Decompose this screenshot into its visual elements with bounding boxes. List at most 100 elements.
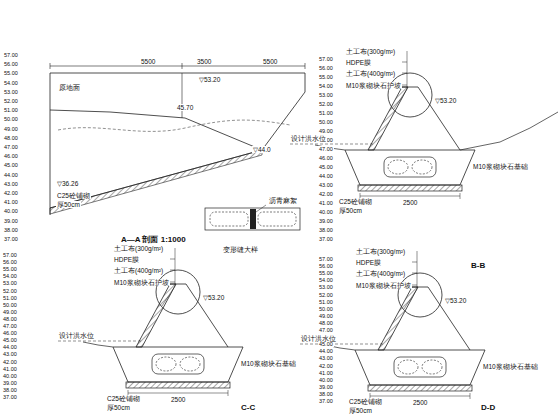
annotation-label: 土工布(400g/m²) [345, 70, 396, 77]
annotation-label: 土工布(300g/m²) [113, 245, 164, 252]
elevation-value: 40.00 [318, 377, 334, 383]
leader-line [256, 205, 266, 212]
ground-line [58, 120, 290, 131]
elevation-value: 53.00 [318, 92, 334, 98]
elevation-value: 44.00 [3, 172, 19, 178]
culvert-cell [210, 212, 248, 226]
concrete-lining [50, 150, 262, 214]
elevation-value: 55.00 [318, 270, 334, 276]
annotation-label: 设计洪水位 [58, 332, 95, 339]
annotation-label: M10浆砌块石基础 [482, 363, 539, 370]
elevation-value: 51.00 [318, 110, 334, 116]
elevation-value: 38.00 [318, 391, 334, 397]
elevation-value: 54.00 [3, 80, 19, 86]
elevation-value: 55.00 [2, 266, 18, 272]
annotation-label: ▽53.20 [202, 294, 225, 301]
elevation-value: 48.00 [2, 316, 18, 322]
elevation-value: 56.00 [318, 65, 334, 71]
annotation-label: 厚50cm [348, 407, 373, 414]
elevation-value: 47.00 [3, 144, 19, 150]
elevation-value: 57.00 [2, 252, 18, 258]
annotation-label: 5500 [140, 58, 156, 65]
elevation-value: 49.00 [2, 309, 18, 315]
annotation-label: 45.70 [176, 104, 194, 111]
annotation-label: HDPE膜 [345, 59, 372, 66]
annotation-label: 厚50cm [106, 404, 131, 411]
section-title: C-C [240, 404, 256, 413]
cross-section-c [58, 248, 243, 396]
dimension-tick [305, 63, 306, 69]
elevation-value: 46.00 [3, 153, 19, 159]
elevation-value: 56.00 [3, 61, 19, 67]
elevation-value: 41.00 [2, 366, 18, 372]
elevation-value: 43.00 [318, 182, 334, 188]
annotation-label: 原地面 [58, 84, 81, 91]
elevation-value: 53.00 [3, 89, 19, 95]
elevation-value: 39.00 [318, 218, 334, 224]
elevation-value: 50.00 [318, 119, 334, 125]
elevation-value: 52.00 [318, 292, 334, 298]
annotation-label: ▽44.0 [252, 146, 272, 153]
elevation-value: 45.00 [3, 162, 19, 168]
section-title: A—A 剖面 1:1000 [120, 236, 187, 245]
elevation-value: 49.00 [3, 126, 19, 132]
elevation-value: 50.00 [318, 306, 334, 312]
elevation-value: 39.00 [2, 380, 18, 386]
annotation-label: 厚50cm [338, 207, 363, 214]
annotation-label: 厚50cm [56, 201, 81, 208]
elevation-value: 53.00 [2, 280, 18, 286]
elevation-value: 40.00 [318, 209, 334, 215]
elevation-value: 46.00 [2, 330, 18, 336]
annotation-label: 土工布(300g/m²) [355, 248, 406, 255]
elevation-value: 47.00 [318, 327, 334, 333]
elevation-value: 53.00 [318, 284, 334, 290]
annotation-label: 5500 [262, 58, 278, 65]
annotation-label: 沥青麻絮 [268, 197, 298, 204]
dimension-tick [182, 63, 183, 69]
annotation-label: M10浆砌块石护坡 [345, 82, 402, 89]
elevation-value: 54.00 [318, 83, 334, 89]
elevation-value: 44.00 [318, 173, 334, 179]
elevation-value: 43.00 [318, 355, 334, 361]
elevation-value: 47.00 [2, 323, 18, 329]
elevation-value: 50.00 [3, 116, 19, 122]
elevation-value: 48.00 [3, 135, 19, 141]
elevation-value: 51.00 [2, 295, 18, 301]
annotation-label: 变形缝大样 [222, 246, 259, 253]
elevation-value: 47.00 [318, 146, 334, 152]
elevation-value: 42.00 [318, 191, 334, 197]
elevation-value: 49.00 [318, 128, 334, 134]
elevation-value: 43.00 [2, 351, 18, 357]
elevation-value: 52.00 [3, 98, 19, 104]
annotation-label: 土工布(400g/m²) [113, 267, 164, 274]
culvert-cell [258, 212, 296, 226]
annotation-label: C25砼铺砌 [106, 395, 141, 402]
annotation-label: 设计洪水位 [290, 135, 327, 142]
elevation-value: 40.00 [3, 208, 19, 214]
elevation-value: 37.00 [3, 236, 19, 242]
annotation-label: C25砼铺砌 [338, 198, 373, 205]
elevation-value: 49.00 [318, 313, 334, 319]
annotation-label: ▽53.20 [198, 76, 221, 83]
elevation-value: 52.00 [318, 101, 334, 107]
elevation-value: 38.00 [2, 387, 18, 393]
elevation-value: 43.00 [3, 181, 19, 187]
annotation-label: M10浆砌块石基础 [472, 163, 529, 170]
section-title: D-D [480, 404, 496, 413]
elevation-value: 39.00 [3, 218, 19, 224]
annotation-label: HDPE膜 [355, 259, 382, 266]
crest-line [50, 73, 305, 74]
annotation-label: ▽36.26 [56, 180, 79, 187]
elevation-value: 44.00 [318, 348, 334, 354]
annotation-label: M10浆砌块石护坡 [113, 279, 170, 286]
annotation-label: 2500 [402, 199, 418, 206]
elevation-value: 55.00 [3, 70, 19, 76]
elevation-value: 41.00 [318, 370, 334, 376]
cross-section-b [290, 51, 475, 199]
elevation-value: 37.00 [2, 394, 18, 400]
elevation-value: 55.00 [318, 74, 334, 80]
section-edge [50, 73, 51, 215]
cross-section-d [300, 251, 485, 399]
